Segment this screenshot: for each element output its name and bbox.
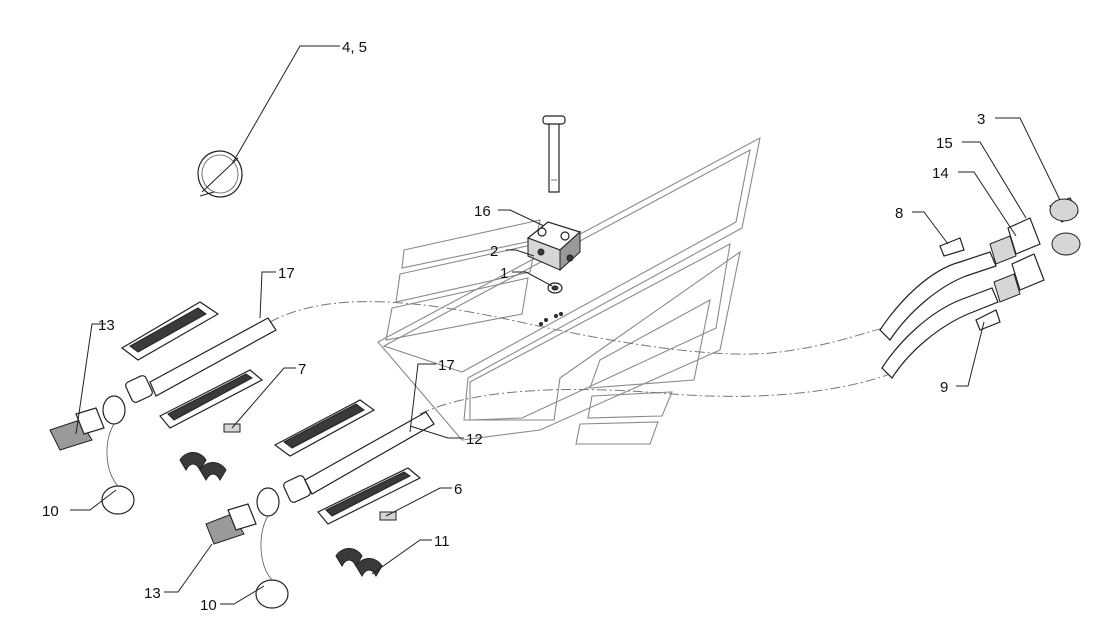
callout-6: 6 bbox=[454, 481, 462, 498]
distributor-block-part bbox=[526, 115, 582, 326]
callout-13-lower: 13 bbox=[144, 585, 161, 602]
callout-14: 14 bbox=[932, 165, 949, 182]
callout-10-upper: 10 bbox=[42, 503, 59, 520]
callout-9: 9 bbox=[940, 379, 948, 396]
callout-17-upper: 17 bbox=[278, 265, 295, 282]
cable-tie-part bbox=[197, 150, 243, 198]
callout-2: 2 bbox=[490, 243, 498, 260]
callout-7: 7 bbox=[298, 361, 306, 378]
leader-lines bbox=[70, 45, 1061, 605]
callout-13-upper: 13 bbox=[98, 317, 115, 334]
callout-1: 1 bbox=[500, 265, 508, 282]
callout-17-lower: 17 bbox=[438, 357, 455, 374]
hose-assembly-right bbox=[879, 197, 1081, 379]
watermark-logo bbox=[377, 136, 761, 445]
hose-protector-assembly-lower bbox=[205, 399, 435, 609]
callout-16: 16 bbox=[474, 203, 491, 220]
hose-protector-assembly-upper bbox=[49, 301, 277, 515]
callout-4-5: 4, 5 bbox=[342, 39, 367, 56]
callout-12: 12 bbox=[466, 431, 483, 448]
hose-routing-lines bbox=[269, 301, 891, 415]
callout-10-lower: 10 bbox=[200, 597, 217, 614]
callout-8: 8 bbox=[895, 205, 903, 222]
callout-labels: 4, 5 3 15 14 8 9 16 2 1 17 17 12 13 7 6 … bbox=[42, 39, 985, 614]
callout-3: 3 bbox=[977, 111, 985, 128]
callout-11: 11 bbox=[434, 533, 450, 550]
callout-15: 15 bbox=[936, 135, 953, 152]
